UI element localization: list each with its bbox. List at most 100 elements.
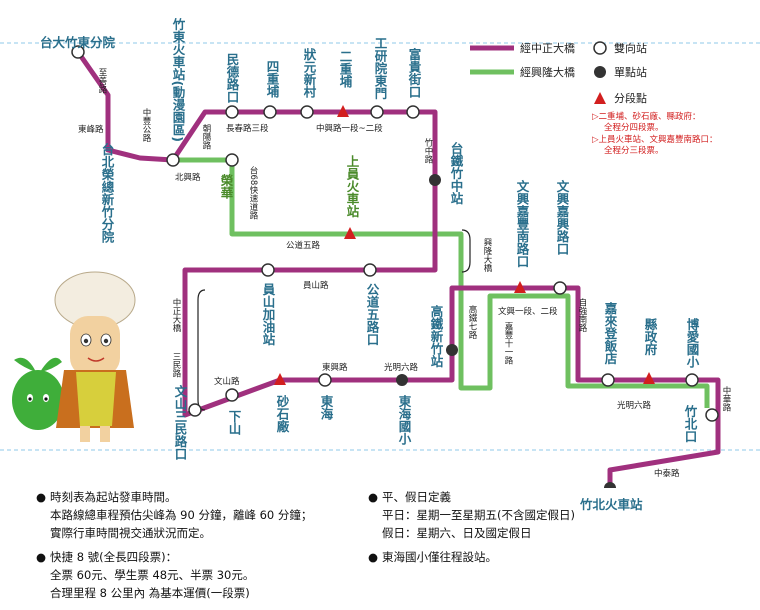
station-label-s25: 砂石廠: [275, 394, 290, 433]
section-points: [274, 105, 655, 385]
station-label-s8: 富貴街口: [407, 47, 422, 99]
legend-note-2a: ▷上員火車站、文興嘉豐南路口：: [592, 134, 718, 145]
station-label-s5: 狀元新村: [302, 47, 317, 99]
station-label-s27: 東海國小: [397, 394, 412, 446]
legend-green-label: 經興隆大橋: [520, 65, 575, 79]
station-marker-s11: [225, 153, 239, 167]
road-label-r12: 興隆大橋: [482, 237, 492, 272]
station-label-s6: 二重埔: [338, 50, 353, 88]
station-labels: 台大竹東分院 竹東火車站(動漫園區) 民德路口 四重埔 狀元新村 二重埔 工研院…: [40, 17, 700, 461]
station-label-s20: 博愛國小: [685, 317, 700, 369]
station-label-s10: 台北榮總新竹分院: [100, 142, 115, 244]
station-label-s7: 工研院東門: [373, 37, 388, 100]
bracket-xinglong: [461, 229, 471, 273]
route-map: 台大竹東分院 竹東火車站(動漫園區) 民德路口 四重埔 狀元新村 二重埔 工研院…: [0, 17, 760, 488]
station-label-s17: 文興嘉興路口: [555, 179, 570, 256]
legend-section-icon: [594, 92, 606, 104]
station-marker-s1: [71, 45, 85, 59]
road-label-r15: 自強南路: [577, 297, 587, 333]
station-label-s21: 竹北口: [683, 404, 698, 443]
station-label-s2: 竹東火車站(動漫園區): [171, 17, 186, 142]
note-8: 平日：星期一至星期五(不含國定假日): [382, 508, 575, 522]
station-marker-s17: [553, 281, 567, 295]
legend-two-way-label: 雙向站: [614, 41, 647, 55]
station-label-s13: 員山加油站: [261, 282, 276, 346]
notes-right: ●平、假日定義 平日：星期一至星期五(不含國定假日) 假日：星期六、日及國定假日…: [368, 488, 575, 566]
road-label-r2: 東峰路: [78, 124, 104, 135]
legend: 經中正大橋 經興隆大橋 雙向站 單點站 分段點 ▷二重埔、砂石廠、縣政府： 全程…: [470, 41, 718, 156]
bracket-zhongzheng: [197, 289, 206, 411]
station-marker-s18: [601, 373, 615, 387]
road-label-r21: 光明六路: [384, 362, 419, 373]
road-label-r10: 公道五路: [286, 240, 321, 251]
station-label-s12: 上員火車站: [345, 154, 360, 218]
note-5: 全票 60元、學生票 48元、半票 30元。: [50, 568, 255, 582]
station-label-s1: 台大竹東分院: [40, 35, 116, 50]
road-label-r22: 光明六路: [617, 400, 652, 411]
station-marker-s9: [429, 174, 441, 186]
road-label-r18: 三民路: [171, 352, 181, 378]
legend-one-way-label: 單點站: [614, 65, 647, 79]
station-marker-s15: [446, 344, 458, 356]
station-marker-s26: [318, 373, 332, 387]
station-label-s15: 高鐵新竹站: [429, 304, 444, 368]
road-label-r8: 竹中路: [423, 137, 433, 164]
station-marker-s3: [225, 105, 239, 119]
station-label-s23: 文山三民路口: [173, 384, 188, 461]
road-label-r1: 至善路: [97, 68, 107, 94]
notes-left: ●時刻表為起站發車時間。 本路線總車程預估尖峰為 90 分鐘，離峰 60 分鐘；…: [36, 488, 312, 602]
note-7: ●平、假日定義: [368, 490, 452, 504]
note-9: 假日：星期六、日及國定假日: [382, 526, 532, 540]
road-label-r5: 北興路: [175, 172, 201, 183]
road-label-r9: 台68快速道路: [248, 165, 258, 220]
road-label-r19: 文山路: [214, 376, 240, 387]
road-label-r24: 中泰路: [654, 468, 680, 479]
station-label-s9: 台鐵竹中站: [449, 141, 464, 205]
road-label-r23: 中華路: [721, 385, 731, 412]
green-route-line: [173, 157, 710, 408]
station-marker-s27: [396, 374, 408, 386]
mascot-illustration: [12, 271, 136, 442]
station-label-s14: 公道五路口: [365, 283, 380, 346]
road-label-r17: 中正大橋: [171, 297, 181, 333]
legend-note-2b: 全程分三段票。: [604, 145, 664, 156]
section-marker-s25: [274, 373, 286, 385]
road-label-r3: 中豐公路: [141, 107, 151, 143]
station-label-s11: 榮華: [219, 173, 234, 200]
road-label-r11: 員山路: [303, 280, 329, 291]
section-marker-s6: [337, 105, 349, 117]
station-label-s18: 嘉來登飯店: [603, 301, 618, 365]
note-3: 實際行車時間視交通狀況而定。: [50, 526, 211, 540]
road-label-r7: 中興路一段~二段: [316, 123, 383, 134]
note-6: 合理里程 8 公里內 為基本運價(一段票): [50, 586, 250, 600]
legend-one-way-icon: [594, 66, 606, 78]
station-marker-s24: [225, 388, 239, 402]
station-label-s24: 下山: [227, 410, 242, 436]
station-marker-s7: [370, 105, 384, 119]
station-marker-s2: [166, 153, 180, 167]
legend-two-way-icon: [593, 41, 607, 55]
road-label-r16: 嘉豐十一路: [503, 321, 513, 365]
station-marker-s4: [263, 105, 277, 119]
road-label-r13: 高鐵七路: [467, 304, 477, 340]
notes-section: ●時刻表為起站發車時間。 本路線總車程預估尖峰為 90 分鐘，離峰 60 分鐘；…: [0, 488, 760, 610]
note-1: ●時刻表為起站發車時間。: [36, 490, 177, 504]
one-way-stations: [396, 174, 616, 488]
legend-note-1b: 全程分四段票。: [604, 122, 664, 133]
station-marker-s5: [300, 105, 314, 119]
station-marker-s22: [604, 482, 616, 488]
station-label-s3: 民德路口: [225, 53, 240, 104]
station-marker-s8: [406, 105, 420, 119]
station-marker-s20: [685, 373, 699, 387]
station-label-s19: 縣政府: [643, 317, 658, 356]
two-way-stations: [71, 45, 719, 422]
station-marker-s13: [261, 263, 275, 277]
legend-purple-label: 經中正大橋: [520, 41, 575, 55]
note-10: ●東海國小僅往程設站。: [368, 550, 498, 564]
legend-note-1a: ▷二重埔、砂石廠、縣政府：: [592, 111, 701, 122]
road-label-r20: 東興路: [322, 362, 348, 373]
legend-section-label: 分段點: [614, 91, 647, 105]
station-label-s26: 東海: [319, 394, 334, 421]
road-label-r6: 長春路三段: [226, 123, 269, 134]
station-label-s22-visible: 竹北火車站: [578, 494, 645, 513]
